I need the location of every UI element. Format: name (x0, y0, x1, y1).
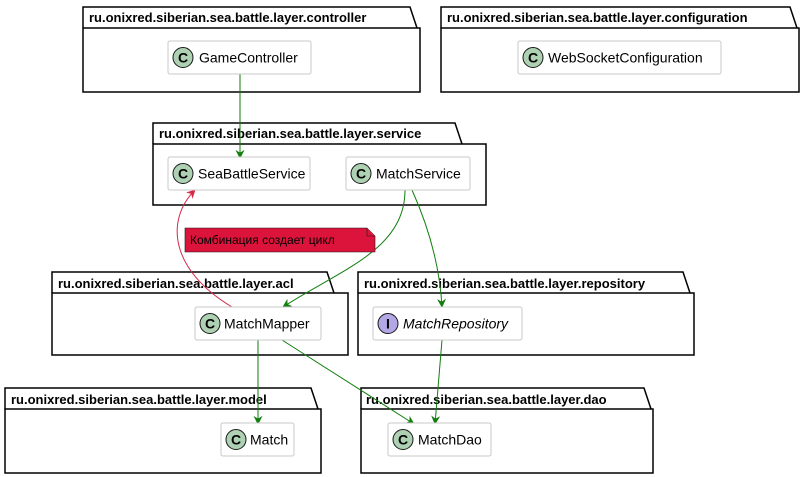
svg-text:C: C (528, 50, 538, 66)
class-spot-icon (172, 47, 194, 68)
class-name: WebSocketConfiguration (548, 50, 703, 66)
interface-spot-icon (377, 313, 399, 334)
class-spot-icon (392, 429, 414, 450)
svg-text:C: C (178, 166, 188, 182)
class-name: MatchRepository (403, 316, 509, 332)
edge-matchservice-matchrepository (411, 189, 447, 308)
class-match-mapper[interactable]: C MatchMapper (194, 306, 322, 341)
svg-text:C: C (205, 316, 215, 332)
package-model[interactable]: ru.onixred.siberian.sea.battle.layer.mod… (4, 387, 322, 474)
class-spot-icon (522, 47, 544, 68)
class-match-service[interactable]: C MatchService (345, 156, 471, 191)
class-spot-icon (350, 163, 372, 184)
svg-text:C: C (178, 50, 188, 66)
package-controller-label: ru.onixred.siberian.sea.battle.layer.con… (89, 10, 366, 25)
svg-text:C: C (231, 432, 241, 448)
package-repository-label: ru.onixred.siberian.sea.battle.layer.rep… (364, 276, 646, 291)
edge-matchservice-matchmapper (282, 189, 406, 308)
class-spot-icon (172, 163, 194, 184)
package-configuration-label: ru.onixred.siberian.sea.battle.layer.con… (447, 10, 748, 25)
package-dao-label: ru.onixred.siberian.sea.battle.layer.dao (366, 392, 607, 407)
class-name: MatchMapper (224, 316, 310, 332)
edge-matchrepository-matchdao (431, 339, 443, 425)
class-spot-icon (225, 429, 247, 450)
package-service-label: ru.onixred.siberian.sea.battle.layer.ser… (159, 126, 421, 141)
class-name: MatchService (376, 166, 461, 182)
package-model-label: ru.onixred.siberian.sea.battle.layer.mod… (11, 392, 267, 407)
class-name: GameController (199, 50, 298, 66)
package-dao[interactable]: ru.onixred.siberian.sea.battle.layer.dao (360, 387, 654, 474)
edge-matchmapper-matchdao (281, 339, 415, 425)
class-spot-icon (199, 313, 221, 334)
class-match[interactable]: C Match (220, 422, 295, 457)
package-service[interactable]: ru.onixred.siberian.sea.battle.layer.ser… (152, 122, 487, 206)
class-match-dao[interactable]: C MatchDao (387, 422, 492, 457)
class-game-controller[interactable]: C GameController (167, 40, 312, 75)
class-sea-battle-service[interactable]: C SeaBattleService (167, 156, 311, 191)
svg-text:C: C (398, 432, 408, 448)
cycle-note[interactable]: Комбинация создает цикл (184, 227, 376, 253)
svg-text:C: C (356, 166, 366, 182)
class-name: Match (250, 432, 288, 448)
interface-match-repository[interactable]: I MatchRepository (372, 306, 523, 341)
edge-matchmapper-seabattleservice-cycle (176, 189, 233, 308)
cycle-note-text: Комбинация создает цикл (190, 233, 335, 247)
class-websocket-configuration[interactable]: C WebSocketConfiguration (517, 40, 722, 75)
svg-text:I: I (386, 316, 390, 332)
package-acl-label: ru.onixred.siberian.sea.battle.layer.acl (58, 276, 294, 291)
class-name: SeaBattleService (198, 166, 306, 182)
class-name: MatchDao (418, 432, 482, 448)
